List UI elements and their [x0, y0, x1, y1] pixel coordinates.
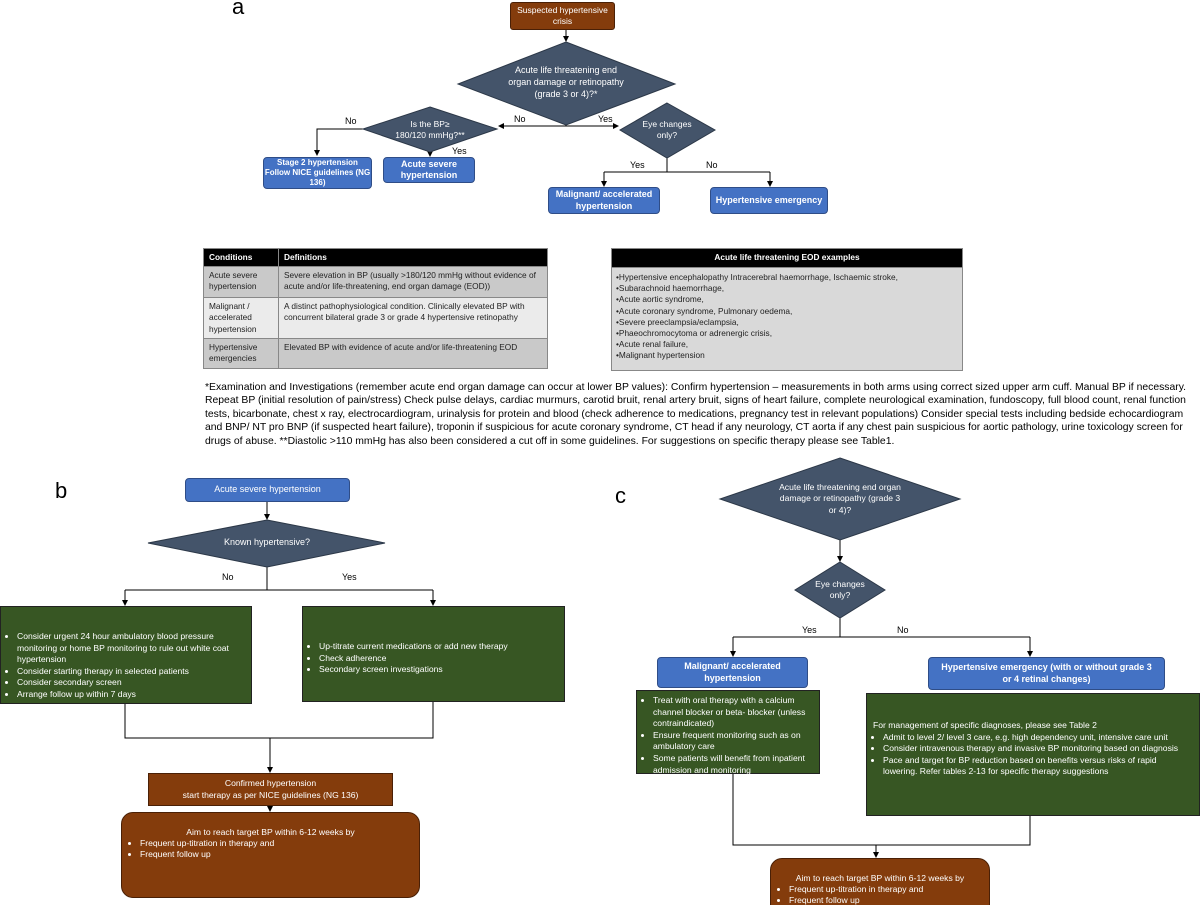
- action-item: Arrange follow up within 7 days: [17, 689, 245, 701]
- eod-item: •Acute aortic syndrome,: [616, 294, 704, 305]
- confirmed-line: start therapy as per NICE guidelines (NG…: [182, 789, 359, 800]
- aim-item: Frequent up-titration in therapy and: [140, 838, 411, 849]
- action-item: Treat with oral therapy with a calcium c…: [653, 695, 813, 730]
- question-eye: Eye changes only?: [642, 118, 692, 140]
- col-header: Definitions: [278, 247, 548, 268]
- question-bp: Is the BP≥ 180/120 mmHg?**: [395, 118, 465, 140]
- label-no: No: [345, 116, 357, 126]
- decision-diamond-known: [147, 519, 386, 568]
- intro-text: For management of specific diagnoses, pl…: [873, 720, 1097, 730]
- aim-item: Frequent up-titration in therapy and: [789, 884, 981, 895]
- eod-item: •Acute renal failure,: [616, 339, 689, 350]
- decision-diamond-bp: [361, 106, 499, 153]
- action-item: Consider starting therapy in selected pa…: [17, 666, 245, 678]
- malignant-actions: Treat with oral therapy with a calcium c…: [636, 690, 820, 776]
- decision-diamond-eod-c: [718, 457, 962, 541]
- definition-cell: Severe elevation in BP (usually >180/120…: [278, 266, 548, 299]
- decision-diamond-eod: [456, 41, 677, 126]
- eod-item: •Severe preeclampsia/eclampsia,: [616, 316, 739, 327]
- eod-item: •Hypertensive encephalopathy Intracerebr…: [616, 272, 898, 282]
- malignant-node: Malignant/ accelerated hypertension: [548, 187, 660, 214]
- stage2-node: Stage 2 hypertension Follow NICE guideli…: [263, 157, 372, 189]
- label-yes: Yes: [802, 625, 817, 635]
- condition-cell: Acute severe hypertension: [203, 266, 279, 299]
- confirmed-node: Confirmed hypertension start therapy as …: [148, 773, 393, 806]
- definition-cell: Elevated BP with evidence of acute and/o…: [278, 337, 548, 369]
- action-item: Admit to level 2/ level 3 care, e.g. hig…: [883, 732, 1193, 744]
- eod-item: •Malignant hypertension: [616, 350, 705, 361]
- action-item: Check adherence: [319, 653, 558, 665]
- eod-list: •Hypertensive encephalopathy Intracerebr…: [611, 267, 963, 371]
- known-hypertensive-actions: Up-titrate current medications or add ne…: [302, 606, 565, 702]
- aim-item: Frequent follow up: [789, 895, 981, 905]
- acute-severe-node: Acute severe hypertension: [383, 157, 475, 183]
- action-item: Consider urgent 24 hour ambulatory blood…: [17, 631, 245, 666]
- aim-text: Aim to reach target BP within 6-12 weeks…: [186, 827, 355, 837]
- label-no: No: [706, 160, 718, 170]
- eod-item: •Acute coronary syndrome, Pulmonary oede…: [616, 305, 793, 316]
- emergency-node: Hypertensive emergency: [710, 187, 828, 214]
- eod-header: Acute life threatening EOD examples: [611, 248, 963, 268]
- emergency-node-c: Hypertensive emergency (with or without …: [928, 657, 1165, 690]
- eod-examples-table: Acute life threatening EOD examples •Hyp…: [611, 248, 963, 371]
- footnote-text: *Examination and Investigations (remembe…: [205, 382, 1187, 447]
- panel-label-b: b: [55, 478, 68, 503]
- acute-severe-start-node: Acute severe hypertension: [185, 478, 350, 502]
- question-eye-c: Eye changes only?: [815, 578, 865, 600]
- col-header: Conditions: [203, 247, 279, 268]
- decision-diamond-eye: [619, 102, 717, 159]
- emergency-actions: For management of specific diagnoses, pl…: [866, 693, 1200, 816]
- aim-item: Frequent follow up: [140, 849, 411, 860]
- label-yes: Yes: [630, 160, 645, 170]
- action-item: Consider intravenous therapy and invasiv…: [883, 743, 1193, 755]
- confirmed-line: Confirmed hypertension: [224, 778, 317, 789]
- definition-cell: A distinct pathophysiological condition.…: [278, 297, 548, 339]
- panel-label-c: c: [615, 483, 626, 508]
- eod-item: •Phaeochromocytoma or adrenergic crisis,: [616, 327, 773, 338]
- action-item: Up-titrate current medications or add ne…: [319, 641, 558, 653]
- panel-label-a: a: [232, 0, 245, 19]
- action-item: Ensure frequent monitoring such as on am…: [653, 730, 813, 753]
- decision-diamond-eye-c: [794, 561, 886, 619]
- eod-item: •Subarachnoid haemorrhage,: [616, 283, 725, 294]
- condition-cell: Hypertensive emergencies: [203, 337, 279, 369]
- aim-node-c: Aim to reach target BP within 6-12 weeks…: [770, 858, 990, 905]
- label-yes: Yes: [342, 572, 357, 582]
- question-eod: Acute life threatening end organ damage …: [508, 65, 624, 99]
- malignant-node-c: Malignant/ accelerated hypertension: [657, 657, 808, 688]
- label-yes: Yes: [452, 146, 467, 156]
- label-no: No: [222, 572, 234, 582]
- condition-cell: Malignant / accelerated hypertension: [203, 297, 279, 339]
- label-yes: Yes: [598, 114, 613, 124]
- action-item: Pace and target for BP reduction based o…: [883, 755, 1193, 778]
- question-eod-c: Acute life threatening end organ damage …: [779, 482, 901, 515]
- aim-text: Aim to reach target BP within 6-12 weeks…: [795, 873, 965, 883]
- action-item: Consider secondary screen: [17, 677, 245, 689]
- action-item: Some patients will benefit from inpatien…: [653, 753, 813, 776]
- aim-node-b: Aim to reach target BP within 6-12 weeks…: [121, 812, 420, 898]
- action-item: Secondary screen investigations: [319, 664, 558, 676]
- unknown-hypertensive-actions: Consider urgent 24 hour ambulatory blood…: [0, 606, 252, 704]
- label-no: No: [514, 114, 526, 124]
- label-no: No: [897, 625, 909, 635]
- question-known: Known hypertensive?: [223, 537, 311, 548]
- start-node: Suspected hypertensive crisis: [510, 2, 615, 30]
